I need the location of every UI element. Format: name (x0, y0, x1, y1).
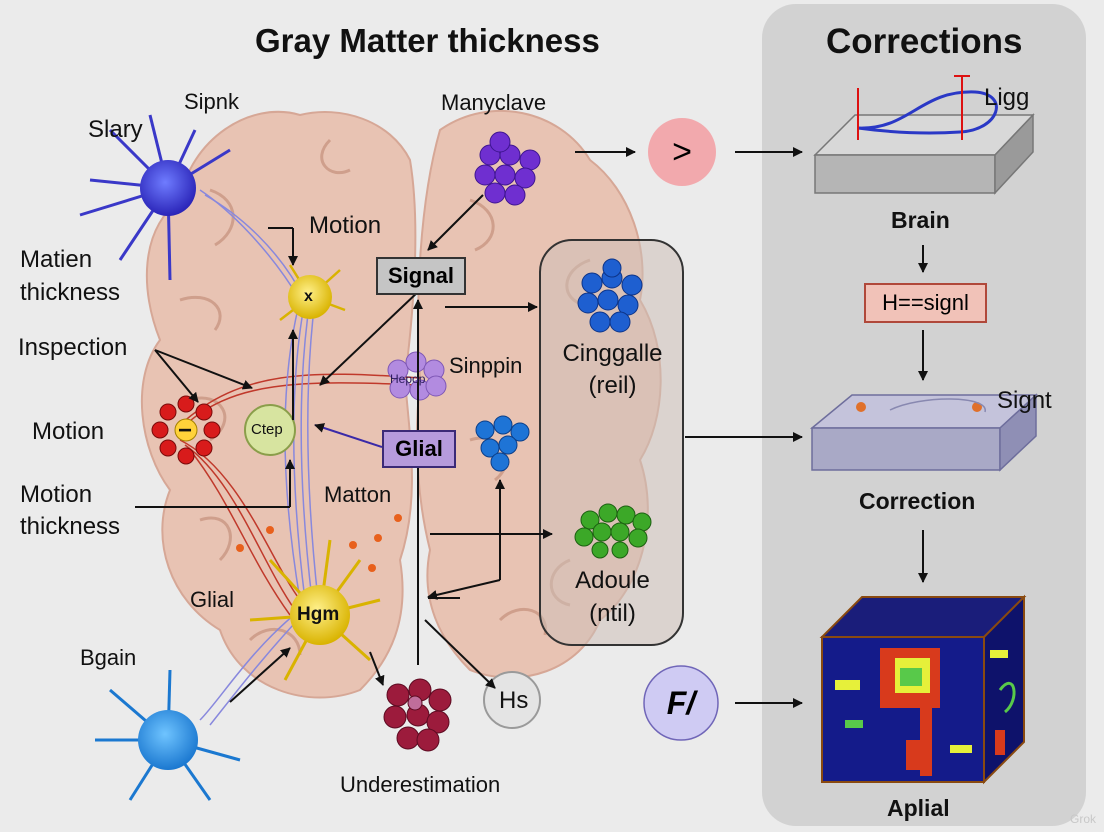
hs-sphere (483, 671, 541, 729)
neuron-top-left (79, 114, 231, 281)
label-aplial: Aplial (887, 795, 950, 821)
label-glial-left: Glial (190, 587, 235, 612)
label-hgm: Hgm (297, 604, 340, 625)
label-ntil: (ntil) (589, 600, 636, 627)
label-hepop: Hepop (390, 372, 426, 386)
arrows (135, 147, 928, 708)
neuron-yellow-hgm (236, 514, 402, 681)
label-thickness-2: thickness (20, 513, 121, 540)
label-ctep: Ctep (251, 421, 283, 438)
label-motion-top: Motion (309, 212, 382, 239)
cluster-motion-red (151, 395, 221, 465)
diagram-title: Gray Matter thickness (255, 22, 600, 59)
cluster-underestimation (383, 678, 452, 752)
platform-signt (809, 393, 1038, 472)
watermark: Grok (1069, 812, 1096, 826)
label-brain: Brain (891, 207, 950, 233)
label-matton: Matton (324, 482, 392, 507)
cluster-sinppin (475, 415, 530, 472)
label-matien: Matien (20, 246, 93, 273)
platform-ligg (813, 75, 1035, 195)
label-thickness-1: thickness (20, 279, 121, 306)
label-slary: Slary (88, 116, 143, 143)
x-mark: x (304, 288, 313, 305)
label-hs: Hs (499, 687, 529, 714)
label-underestimation: Underestimation (340, 772, 501, 797)
cluster-manyclave (474, 131, 541, 206)
label-motion-left: Motion (32, 418, 105, 445)
neuron-bottom-left (95, 669, 241, 801)
label-cinggalle: Cinggalle (562, 340, 663, 367)
cluster-cinggalle (577, 258, 643, 333)
label-reil: (reil) (588, 372, 637, 399)
label-sipnk: Sipnk (184, 89, 240, 114)
volume-cube (819, 594, 1027, 785)
neuron-yellow-top (279, 264, 346, 321)
ctep-sphere (244, 404, 296, 456)
cluster-panel (539, 239, 684, 646)
label-adoule: Adoule (575, 567, 650, 594)
purple-circle (643, 665, 719, 741)
cluster-adoule (574, 503, 652, 559)
glial-box: Glial (382, 430, 456, 468)
signal-box: Signal (376, 257, 466, 295)
label-ligg: Ligg (984, 84, 1030, 111)
minus-mark: − (178, 417, 193, 444)
hsignl-box: H==signl (864, 283, 987, 323)
cluster-hepop (387, 351, 447, 401)
pink-circle-glyph: > (672, 132, 692, 171)
label-inspection: Inspection (18, 334, 128, 361)
label-signt: Signt (997, 387, 1052, 414)
label-sinppin: Sinppin (449, 353, 523, 378)
pink-circle (648, 118, 716, 186)
corrections-title: Corrections (826, 22, 1023, 61)
label-motion-2: Motion (20, 481, 93, 508)
label-bgain: Bgain (80, 645, 137, 670)
label-manyclave: Manyclave (441, 90, 547, 115)
purple-circle-glyph: F/ (666, 684, 696, 721)
label-correction: Correction (859, 488, 976, 514)
